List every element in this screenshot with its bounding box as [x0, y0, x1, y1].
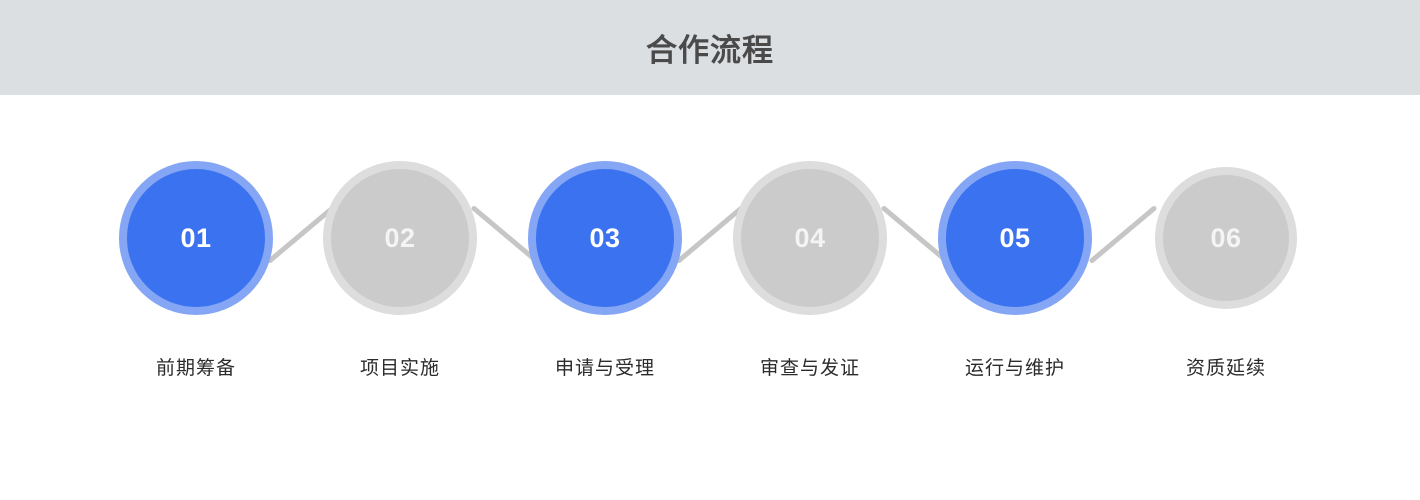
step-label-02: 项目实施 [359, 358, 440, 379]
step-circle-04[interactable]: 04 [733, 161, 887, 315]
step-number-03: 03 [589, 222, 621, 253]
header-band: 合作流程 [0, 0, 1420, 95]
page-title: 合作流程 [646, 33, 774, 68]
step-label-05: 运行与维护 [964, 358, 1065, 379]
step-circle-02[interactable]: 02 [323, 161, 477, 315]
process-step-06[interactable]: 06 资质延续 [1126, 95, 1326, 405]
process-step-05[interactable]: 05 运行与维护 [915, 95, 1115, 405]
step-number-05: 05 [999, 222, 1031, 253]
step-number-04: 04 [794, 222, 826, 253]
step-number-01: 01 [180, 222, 212, 253]
process-step-03[interactable]: 03 申请与受理 [505, 95, 705, 405]
step-circle-03[interactable]: 03 [528, 161, 682, 315]
step-label-06: 资质延续 [1185, 358, 1266, 379]
step-number-06: 06 [1210, 222, 1242, 253]
step-circle-01[interactable]: 01 [119, 161, 273, 315]
step-label-04: 审查与发证 [759, 358, 860, 379]
step-number-02: 02 [384, 222, 416, 253]
process-flow-diagram: 01 前期筹备 02 项目实施 03 申请与受理 04 审查与发证 05 运行与… [0, 95, 1420, 500]
process-step-02[interactable]: 02 项目实施 [300, 95, 500, 405]
process-step-01[interactable]: 01 前期筹备 [96, 95, 296, 405]
step-circle-06[interactable]: 06 [1155, 167, 1297, 309]
step-label-03: 申请与受理 [554, 358, 655, 379]
step-circle-05[interactable]: 05 [938, 161, 1092, 315]
step-label-01: 前期筹备 [155, 358, 236, 379]
process-step-04[interactable]: 04 审查与发证 [710, 95, 910, 405]
